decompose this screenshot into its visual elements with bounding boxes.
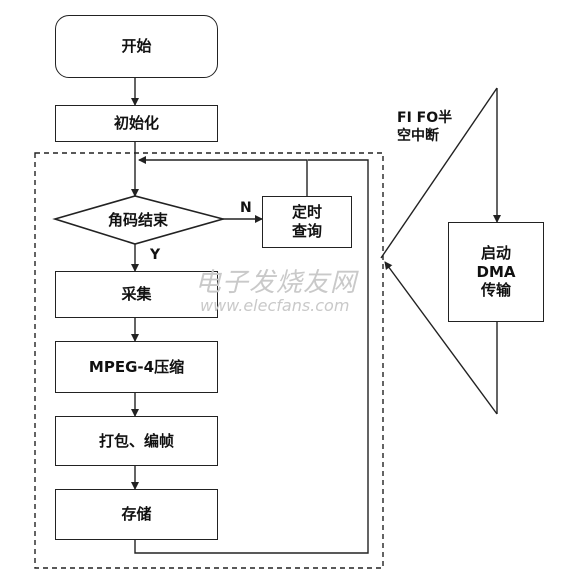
dashed-region <box>34 152 384 569</box>
no-label: N <box>240 200 252 216</box>
store-process: 存储 <box>55 489 218 540</box>
decision-label: 角码结束 <box>108 211 169 229</box>
collect-process: 采集 <box>55 271 218 318</box>
decision-diamond <box>52 195 227 245</box>
watermark-url: www.elecfans.com <box>200 296 350 315</box>
init-process: 初始化 <box>55 105 218 142</box>
pack-process: 打包、编帧 <box>55 416 218 466</box>
yes-label: Y <box>150 247 161 263</box>
timer-query-box: 定时 查询 <box>262 196 352 248</box>
start-terminal: 开始 <box>55 15 218 78</box>
watermark-logo-text: 电子发烧友网 <box>195 268 358 298</box>
compress-process: MPEG-4压缩 <box>55 341 218 393</box>
dma-transfer-box: 启动 DMA 传输 <box>448 222 544 322</box>
fifo-interrupt-label: FI FO半 空中断 <box>397 110 453 144</box>
